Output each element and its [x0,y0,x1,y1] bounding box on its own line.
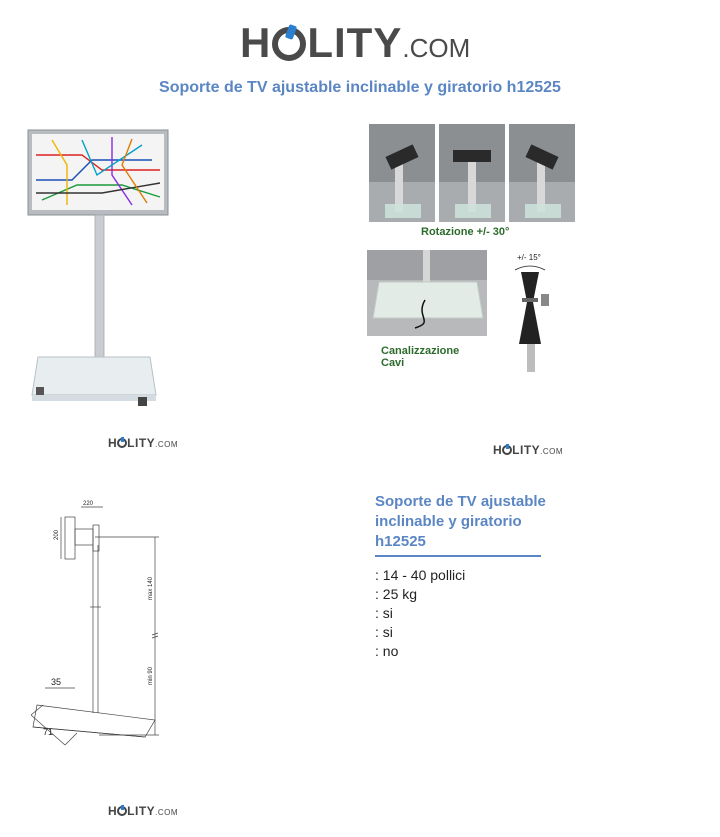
logo-wordmark: H LITY.COM [240,18,470,73]
cable-label-line2: Cavi [381,357,404,369]
site-logo[interactable]: H LITY.COM [240,18,490,68]
page-title: Soporte de TV ajustable inclinable y gir… [159,79,561,96]
cable-label-line1: Canalizzazione [381,345,459,357]
dim-plate-height: 200 [54,529,60,540]
dim-base-width: 71 [43,727,53,737]
spec-item-rotation: : si [375,624,393,640]
dimension-drawing: 220 200 max 140 min 90 35 71 [30,501,159,746]
dim-max: max 140 [148,576,154,600]
spec-divider [375,555,541,557]
rotation-photo-left [369,124,435,222]
logo-letter: H [240,19,272,66]
tilt-label: +/- 15° [517,253,541,262]
logo-power-icon [117,437,128,448]
spec-title: Soporte de TV ajustable inclinable y gir… [375,493,546,550]
logo-letters: LITY [307,19,403,66]
technical-drawing: 220 200 max 140 min 90 35 71 [25,495,175,765]
spec-item-tilt: : si [375,605,393,621]
spec-item-weight: : 25 kg [375,586,418,602]
spec-list: : 14 - 40 pollici : 25 kg : si : si : no [375,566,465,661]
dim-min: min 90 [148,666,154,685]
tv-stand-illustration [27,129,169,406]
product-photo-tv-stand [22,125,172,415]
spec-item-size: : 14 - 40 pollici [375,567,466,583]
logo-power-icon [502,444,513,455]
features-illustration: Rotazione +/- 30° Canalizzazione Cavi +/… [367,124,575,372]
product-photo-features: Rotazione +/- 30° Canalizzazione Cavi +/… [365,122,580,382]
spec-item-other: : no [375,643,399,659]
rotation-photo-center [439,124,505,222]
logo-domain: .COM [402,33,471,63]
rotation-photo-right [509,124,575,222]
logo-power-icon [272,27,307,61]
dim-base-depth: 35 [51,677,61,687]
rotation-label: Rotazione +/- 30° [421,226,509,238]
dim-top-width: 220 [83,501,94,507]
logo-power-icon [117,805,128,816]
